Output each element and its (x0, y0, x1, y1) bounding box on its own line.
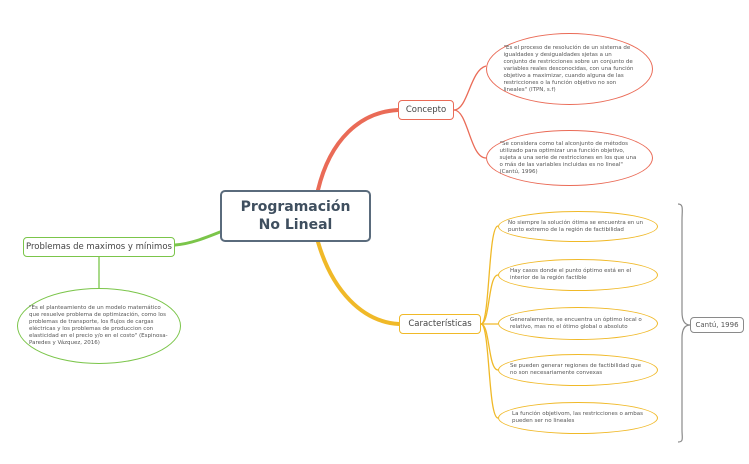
connector-caract-item-2 (480, 274, 499, 325)
topic-concepto-label: Concepto (405, 105, 447, 115)
connector-caracteristicas (316, 240, 401, 326)
caract-item-4-text: Se pueden generar regiones de factibilid… (510, 363, 642, 376)
caract-item-4[interactable]: Se pueden generar regiones de factibilid… (498, 354, 658, 386)
summary-bracket (677, 203, 691, 443)
topic-problemas-label: Problemas de maximos y mínimos (26, 242, 172, 252)
connector-concepto (316, 108, 400, 192)
caract-item-2-text: Hay casos donde el punto óptimo está en … (510, 268, 632, 281)
connector-concepto-item-2 (453, 109, 487, 159)
caract-item-5[interactable]: La función objetivom, las restricciones … (498, 402, 658, 434)
concepto-item-2-text: "Se considera como tal alconjunto de mét… (499, 140, 637, 175)
caract-item-1-text: No siempre la solución ótima se encuentr… (508, 219, 644, 233)
connector-caract-item-5 (480, 323, 499, 419)
caract-item-3-text: Generalemente, se encuentra un óptimo lo… (510, 316, 642, 330)
topic-problemas[interactable]: Problemas de maximos y mínimos (23, 237, 175, 257)
connector-concepto-item-1 (453, 65, 487, 111)
concepto-item-1-text: "Es el proceso de resolución de un siste… (503, 44, 634, 93)
caract-item-2[interactable]: Hay casos donde el punto óptimo está en … (498, 259, 658, 291)
caract-item-3[interactable]: Generalemente, se encuentra un óptimo lo… (498, 307, 658, 340)
summary-cantu-label: Cantú, 1996 (695, 321, 739, 329)
connector-caract-item-1 (480, 225, 499, 325)
topic-caracteristicas[interactable]: Características (399, 314, 481, 334)
topic-concepto[interactable]: Concepto (398, 100, 454, 120)
concepto-item-1[interactable]: "Es el proceso de resolución de un siste… (486, 33, 653, 105)
summary-cantu[interactable]: Cantú, 1996 (690, 317, 744, 333)
caract-item-5-text: La función objetivom, las restricciones … (512, 411, 644, 424)
problemas-item-1[interactable]: "Es el planteamiento de un modelo matemá… (17, 288, 181, 364)
central-topic-label: Programación No Lineal (240, 199, 351, 233)
central-topic[interactable]: Programación No Lineal (220, 190, 371, 242)
connector-caract-item-4 (480, 323, 499, 371)
problemas-item-1-text: "Es el planteamiento de un modelo matemá… (29, 305, 168, 346)
connector-problemas (173, 230, 222, 247)
topic-caracteristicas-label: Características (408, 319, 472, 329)
concepto-item-2[interactable]: "Se considera como tal alconjunto de mét… (486, 130, 653, 186)
caract-item-1[interactable]: No siempre la solución ótima se encuentr… (498, 211, 658, 242)
